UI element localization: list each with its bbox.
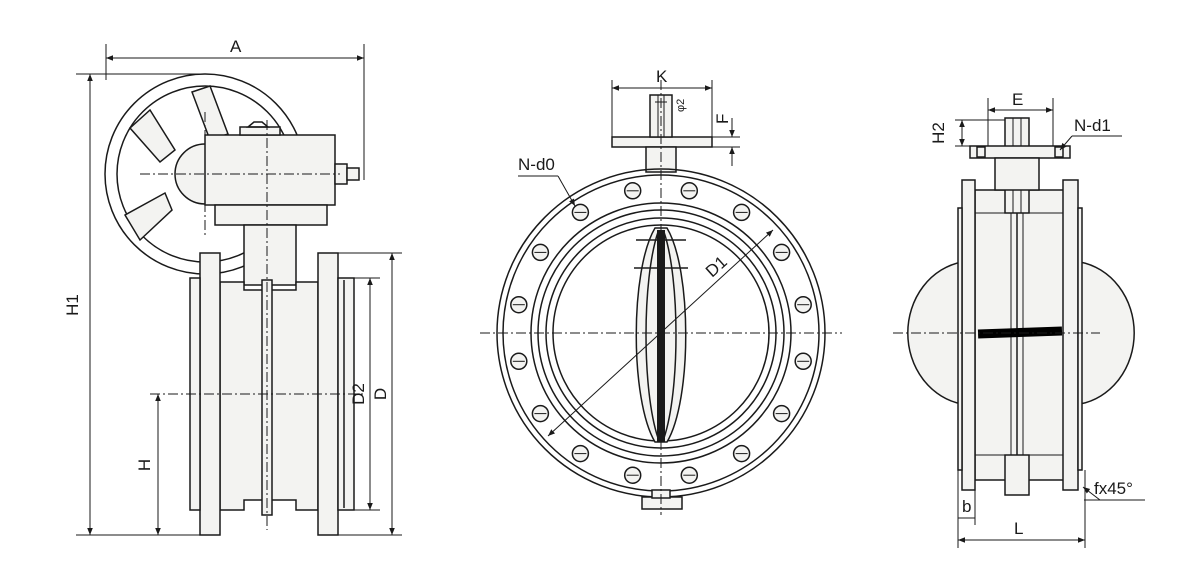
disc-arc-right	[1079, 261, 1135, 405]
dim-f-label: F	[713, 114, 732, 124]
bolt-holes	[510, 182, 812, 484]
dim-l-label: L	[1014, 519, 1023, 538]
dim-fx45-label: fx45°	[1094, 479, 1133, 498]
dim-d2-label: D2	[349, 383, 368, 405]
dim-h-label: H	[135, 459, 154, 471]
dim-b-label: b	[962, 497, 971, 516]
dim-n-d0-label: N-d0	[518, 155, 555, 174]
end-view: E H2 N-d1 fx45° b L	[893, 90, 1145, 548]
dim-d-label: D	[371, 388, 390, 400]
front-view: D1 K φ2 F N-d0	[480, 67, 842, 515]
dim-h2-label: H2	[929, 122, 948, 144]
side-view: A H1 H D2 D	[63, 37, 402, 536]
dim-h1-label: H1	[63, 294, 82, 316]
top-flange	[611, 136, 713, 148]
dim-k-label: K	[656, 67, 668, 86]
dim-d1-label: D1	[702, 252, 731, 281]
neck	[243, 224, 297, 286]
dim-n-d1-label: N-d1	[1074, 116, 1111, 135]
dim-phi2-label: φ2	[675, 99, 687, 112]
dim-e-label: E	[1012, 90, 1023, 109]
gearbox	[204, 121, 360, 226]
dim-a-label: A	[230, 37, 242, 56]
